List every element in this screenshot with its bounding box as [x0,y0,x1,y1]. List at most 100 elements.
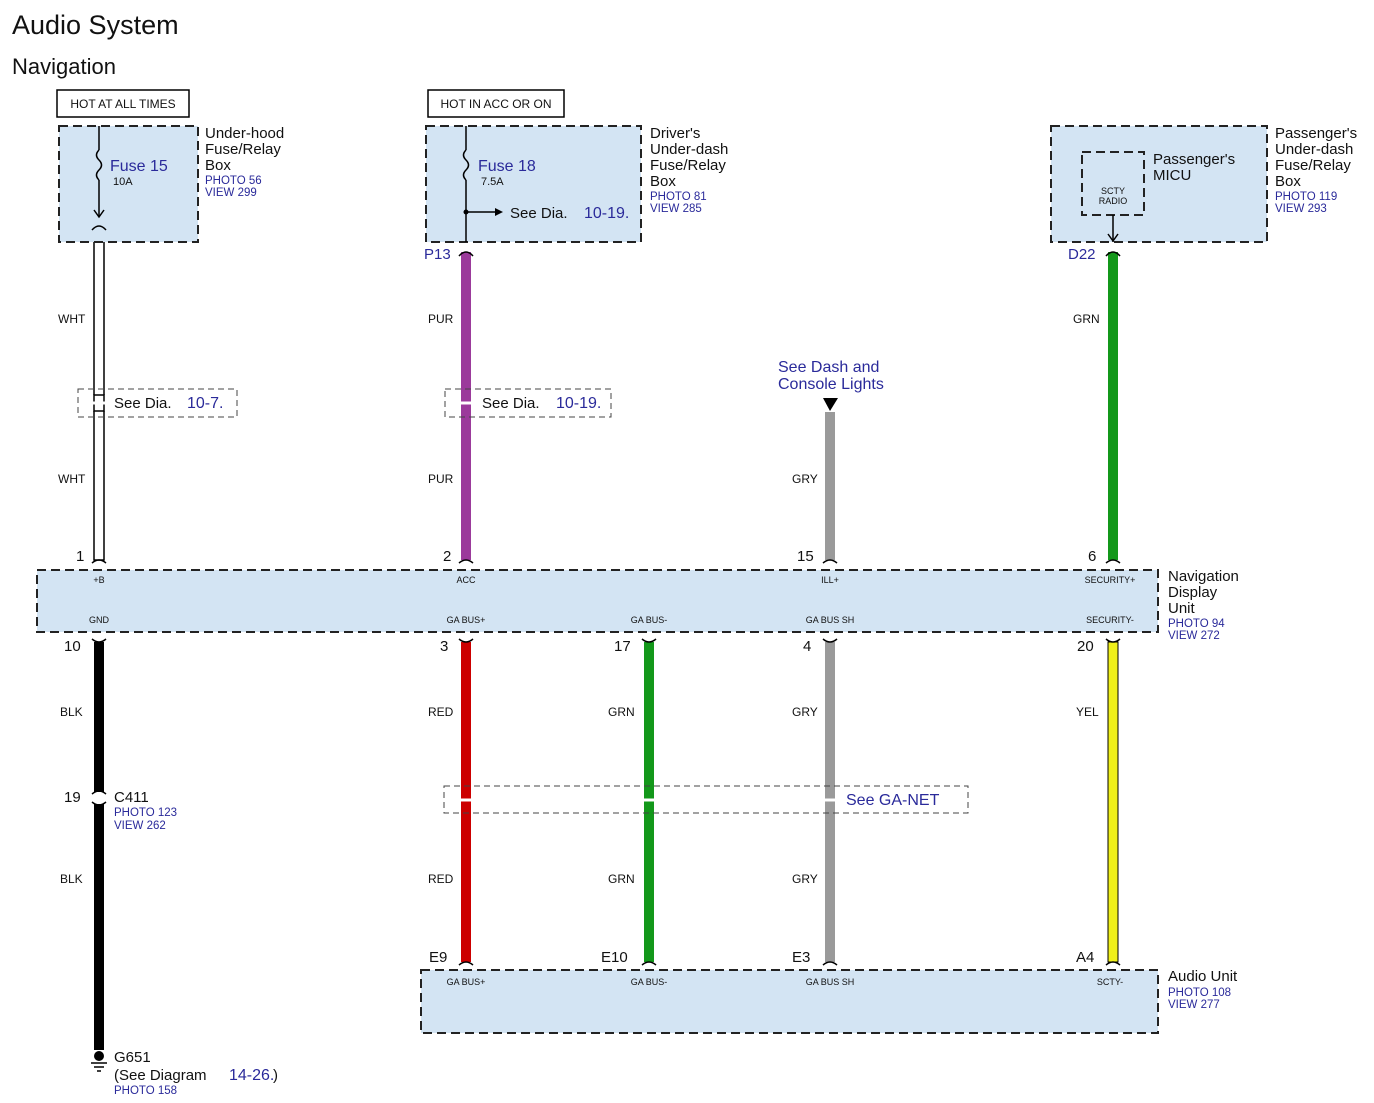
audio-pin-1: E9 [429,949,447,966]
wire-label-grn-sec: GRN [1073,312,1100,326]
nav-signal-bottom-4: GA BUS SH [806,615,855,625]
c411-connector [90,790,108,806]
ground-photo: PHOTO 158 [114,1085,177,1097]
nav-pin-bottom-1: 10 [64,638,81,655]
wire-label-blk-2: BLK [60,872,83,886]
driver-box-name-2: Under-dash [650,141,728,158]
audio-pin-4: A4 [1076,949,1094,966]
nav-pin-top-4: 6 [1088,548,1096,565]
fuse-icon [462,149,470,181]
wire-label-red-2: RED [428,872,454,886]
ground-name: G651 [114,1049,151,1066]
passenger-fuse-box: SCTY RADIO Passenger's MICU [1050,125,1268,243]
nav-signal-top-3: ILL+ [821,575,839,585]
driver-box-name-3: Fuse/Relay [650,157,726,174]
fuse-icon [95,149,103,181]
wire-label-gry-2: GRY [792,872,818,886]
c411-view: VIEW 262 [114,820,166,832]
micu-name-2: MICU [1153,167,1191,184]
audio-signal-2: GA BUS- [631,977,668,987]
wire-label-grn-1: GRN [608,705,635,719]
passenger-box-photo: PHOTO 119 [1275,191,1337,203]
passenger-box-name-4: Box [1275,173,1301,190]
hot-in-acc-label: HOT IN ACC OR ON [440,97,551,111]
driver-fuse-box: Fuse 18 7.5A See Dia. 10-19. [425,125,642,243]
wire-label-red-1: RED [428,705,454,719]
see-dia-2-prefix: See Dia. [482,395,540,412]
hot-at-all-times-label: HOT AT ALL TIMES [70,97,175,111]
audio-pin-2: E10 [601,949,628,966]
navigation-display-unit: +B ACC ILL+ SECURITY+ GND GA BUS+ GA BUS… [36,569,1159,633]
arrow-right-icon [495,208,503,216]
fuse-18-rating: 7.5A [481,176,504,188]
driver-box-name-1: Driver's [650,125,700,142]
fuse-18-label: Fuse 18 [478,158,536,175]
underhood-box-name-2: Fuse/Relay [205,141,281,158]
wire-label-blk-1: BLK [60,705,83,719]
c411-pin: 19 [64,789,81,806]
dash-lights-line-2[interactable]: Console Lights [778,376,884,393]
nav-view: VIEW 272 [1168,630,1220,642]
driver-see-dia-ref[interactable]: 10-19. [584,205,629,222]
c411-name: C411 [114,789,149,806]
wire-red [461,642,471,962]
dash-lights-line-1[interactable]: See Dash and [778,359,879,376]
nav-pin-bottom-2: 3 [440,638,448,655]
triangle-down-icon [823,398,838,411]
ga-net-label[interactable]: See GA-NET [846,792,940,809]
see-dia-1-prefix: See Dia. [114,395,172,412]
underhood-box-view: VIEW 299 [205,187,257,199]
scty-label-1: SCTY [1101,186,1125,196]
ground-see-suffix: ) [273,1067,278,1084]
nav-signal-bottom-1: GND [89,615,110,625]
underhood-box-name-1: Under-hood [205,125,284,142]
nav-name-3: Unit [1168,600,1196,617]
micu-name-1: Passenger's [1153,151,1235,168]
driver-box-name-4: Box [650,173,676,190]
nav-pin-top-1: 1 [76,548,84,565]
audio-signal-4: SCTY- [1097,977,1123,987]
fuse-15-rating: 10A [113,176,133,188]
see-dia-10-19[interactable]: See Dia. 10-19. [444,388,612,418]
wire-pur [461,252,471,560]
wire-grn-security [1108,252,1118,560]
nav-pin-bottom-3: 17 [614,638,631,655]
audio-signal-3: GA BUS SH [806,977,855,987]
underhood-fuse-box: Fuse 15 10A [58,125,199,243]
ground-see-ref[interactable]: 14-26. [229,1067,274,1084]
audio-unit-view: VIEW 277 [1168,999,1220,1011]
underhood-box-name-3: Box [205,157,231,174]
see-dia-10-7[interactable]: See Dia. 10-7. [77,388,238,418]
wire-blk [94,642,104,1050]
connector-p13: P13 [424,246,451,263]
scty-label-2: RADIO [1099,196,1128,206]
passenger-box-name-2: Under-dash [1275,141,1353,158]
wire-yel [1107,641,1119,963]
page-subtitle: Navigation [12,54,116,79]
wire-label-yel: YEL [1076,705,1099,719]
driver-see-dia-prefix: See Dia. [510,205,568,222]
nav-name-1: Navigation [1168,568,1239,585]
ground-icon [91,1051,107,1072]
audio-unit: GA BUS+ GA BUS- GA BUS SH SCTY- [420,969,1159,1034]
nav-signal-top-1: +B [93,575,104,585]
see-dia-1-ref[interactable]: 10-7. [187,395,223,412]
wire-gry-gabus [825,642,835,962]
audio-signal-1: GA BUS+ [447,977,486,987]
see-dia-2-ref[interactable]: 10-19. [556,395,601,412]
nav-pin-bottom-4: 4 [803,638,811,655]
wire-label-pur-2: PUR [428,472,454,486]
audio-pin-3: E3 [792,949,810,966]
wire-wht [93,225,105,561]
wire-label-pur-1: PUR [428,312,454,326]
wire-grn-gabus [644,642,654,962]
audio-unit-name: Audio Unit [1168,968,1238,985]
passenger-box-name-1: Passenger's [1275,125,1357,142]
nav-pin-bottom-5: 20 [1077,638,1094,655]
audio-unit-photo: PHOTO 108 [1168,987,1231,999]
nav-pin-top-2: 2 [443,548,451,565]
wire-label-gry-ill: GRY [792,472,818,486]
see-ga-net[interactable]: See GA-NET [443,785,969,814]
nav-signal-bottom-5: SECURITY- [1086,615,1134,625]
